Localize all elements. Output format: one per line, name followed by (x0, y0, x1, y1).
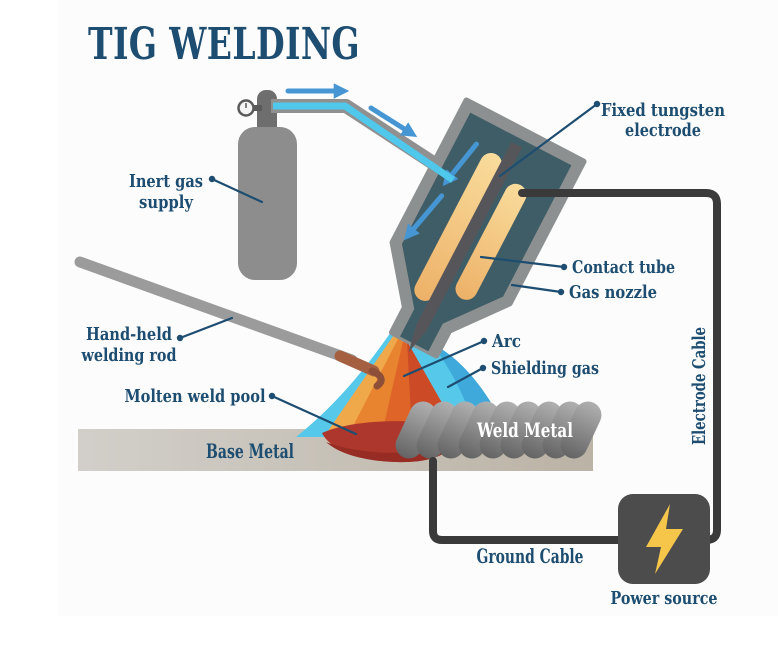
leader-contact-tube (479, 255, 566, 269)
gauge-stem (252, 105, 262, 111)
leader-lines (176, 100, 601, 436)
weld-bead-pill (395, 401, 437, 459)
label-weld-metal: Weld Metal (476, 418, 573, 442)
contact-tube-bar-left (414, 152, 502, 301)
label-arc: Arc (491, 331, 521, 352)
weld-bead-pill (479, 401, 521, 459)
contact-tube-bar-right (455, 183, 527, 300)
weld-bead-pill (521, 401, 563, 459)
weld-bead-pill (437, 401, 479, 459)
leader-dot (557, 288, 565, 296)
leader-gas-nozzle (510, 283, 563, 294)
leader-welding-rod (178, 316, 234, 340)
tungsten-electrode (408, 141, 523, 353)
weld-bead (395, 401, 602, 459)
label-shielding-gas: Shielding gas (491, 358, 599, 379)
leader-molten-pool (270, 394, 358, 436)
label-molten-weld-pool: Molten weld pool (125, 386, 266, 407)
leader-dot (593, 100, 601, 108)
cylinder-body (238, 127, 297, 280)
label-base-metal: Base Metal (206, 439, 294, 463)
weld-bead-pill (458, 401, 500, 459)
page-title: TIG WELDING (88, 19, 360, 70)
leader-dot (560, 263, 568, 271)
gas-flow-arrow-torch-1 (442, 141, 479, 187)
leader-dot (176, 334, 184, 342)
leader-dot (268, 392, 276, 400)
ground-cable-line (429, 457, 624, 544)
power-source (618, 494, 710, 584)
leader-dot (479, 364, 487, 372)
label-fixed-tungsten-line2: electrode (625, 120, 701, 141)
welding-rod-hook (368, 367, 385, 390)
leader-shielding-gas (446, 366, 485, 389)
weld-bead-pill (500, 401, 542, 459)
label-fixed-tungsten-line1: Fixed tungsten (601, 100, 725, 121)
gas-cylinder (237, 90, 297, 280)
label-inert-gas-line1: Inert gas (129, 171, 203, 192)
welding-rod-shaft (74, 256, 358, 366)
gas-flow-arrow-torch-2 (403, 193, 445, 241)
label-contact-tube: Contact tube (572, 257, 675, 278)
leader-inert-gas (210, 177, 264, 204)
label-ground-cable: Ground Cable (477, 544, 584, 568)
lightning-bolt-icon (646, 504, 683, 574)
gas-hose-core (273, 102, 455, 183)
label-hand-held-line1: Hand-held (86, 324, 172, 345)
label-gas-nozzle: Gas nozzle (569, 282, 657, 303)
leader-dot (480, 337, 488, 345)
welding-rod (74, 256, 385, 390)
electrode-cable-line (518, 189, 721, 544)
leader-fixed-tungsten (498, 102, 599, 178)
label-hand-held-line2: welding rod (81, 345, 177, 366)
weld-bead-pill (416, 401, 458, 459)
label-inert-gas-line2: supply (139, 192, 193, 213)
leader-arc (402, 339, 486, 378)
welding-rod-tip (334, 350, 380, 377)
leader-dot (208, 175, 216, 183)
label-power-source: Power source (611, 588, 718, 609)
welding-torch (389, 97, 587, 359)
label-electrode-cable: Electrode Cable (689, 327, 710, 445)
weld-bead-pill (560, 401, 602, 459)
gas-flow-arrow-2 (368, 105, 418, 138)
